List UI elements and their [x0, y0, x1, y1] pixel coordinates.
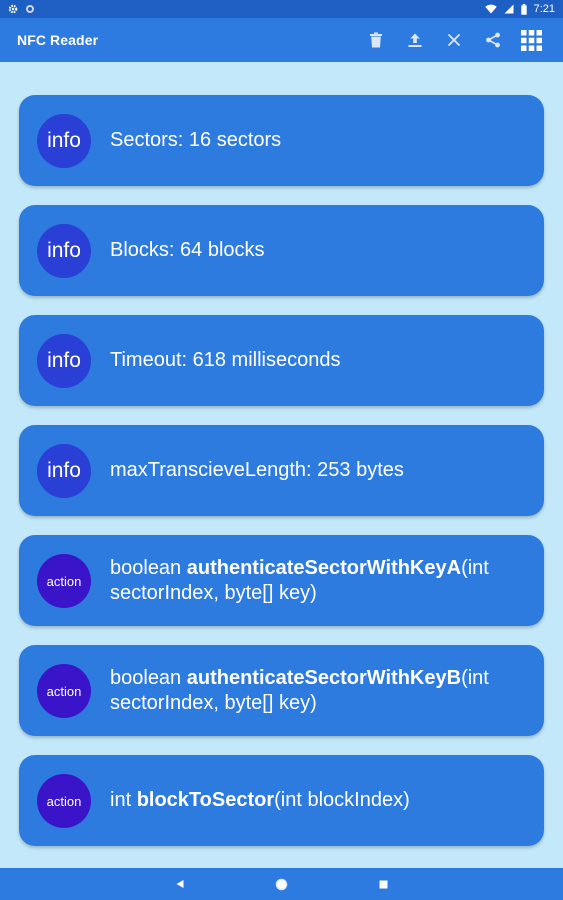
- upload-icon: [407, 32, 423, 48]
- item-text: maxTranscieveLength: 253 bytes: [110, 459, 404, 481]
- recents-button[interactable]: [372, 872, 396, 896]
- battery-icon: [520, 3, 527, 15]
- method-return-type: int: [110, 789, 137, 811]
- item-text: int blockToSector(int blockIndex): [110, 788, 524, 813]
- method-params: (int blockIndex): [274, 789, 410, 811]
- wifi-icon: [484, 4, 497, 14]
- list-item[interactable]: info Sectors: 16 sectors: [19, 95, 544, 186]
- method-params: (int sectorIndex, byte[] key): [110, 667, 489, 714]
- action-badge: action: [37, 774, 91, 828]
- action-badge: action: [37, 664, 91, 718]
- home-icon: [275, 878, 288, 891]
- method-name: authenticateSectorWithKeyB: [186, 667, 462, 689]
- list-item[interactable]: action boolean authenticateSectorWithKey…: [19, 535, 544, 626]
- item-text: boolean authenticateSectorWithKeyB(int s…: [110, 666, 524, 716]
- nav-bar: [0, 868, 563, 900]
- back-icon: [175, 879, 185, 889]
- item-text: Timeout: 618 milliseconds: [110, 349, 341, 371]
- upload-button[interactable]: [395, 20, 434, 60]
- status-right: 7:21: [484, 3, 555, 15]
- item-text: Sectors: 16 sectors: [110, 129, 282, 151]
- apps-menu-button[interactable]: [512, 20, 551, 60]
- list-item[interactable]: action int blockToSector(int blockIndex): [19, 755, 544, 846]
- status-time: 7:21: [533, 3, 555, 15]
- method-name: authenticateSectorWithKeyA: [186, 557, 462, 579]
- delete-button[interactable]: [356, 20, 395, 60]
- info-badge: info: [37, 224, 91, 278]
- settings-icon: [8, 4, 18, 14]
- info-badge: info: [37, 114, 91, 168]
- info-badge: info: [37, 334, 91, 388]
- item-text: Blocks: 64 blocks: [110, 239, 265, 261]
- share-button[interactable]: [473, 20, 512, 60]
- close-button[interactable]: [434, 20, 473, 60]
- action-badge: action: [37, 554, 91, 608]
- grid-apps-icon: [521, 29, 542, 51]
- signal-icon: [504, 4, 514, 14]
- trash-icon: [369, 32, 383, 48]
- app-bar: NFC Reader: [0, 18, 563, 62]
- toolbar: [356, 20, 551, 60]
- list-item[interactable]: info Blocks: 64 blocks: [19, 205, 544, 296]
- list-item[interactable]: info Timeout: 618 milliseconds: [19, 315, 544, 406]
- home-button[interactable]: [270, 872, 294, 896]
- info-list: info Sectors: 16 sectors info Blocks: 64…: [0, 62, 563, 868]
- share-icon: [485, 32, 501, 48]
- list-item[interactable]: info maxTranscieveLength: 253 bytes: [19, 425, 544, 516]
- back-button[interactable]: [168, 872, 192, 896]
- list-item[interactable]: action boolean authenticateSectorWithKey…: [19, 645, 544, 736]
- method-return-type: boolean: [110, 667, 187, 689]
- method-params: (int sectorIndex, byte[] key): [110, 557, 489, 604]
- method-name: blockToSector: [136, 789, 275, 811]
- info-badge: info: [37, 444, 91, 498]
- close-icon: [447, 33, 461, 47]
- item-text: boolean authenticateSectorWithKeyA(int s…: [110, 556, 524, 606]
- method-return-type: boolean: [110, 557, 187, 579]
- circle-notification-icon: [25, 4, 35, 14]
- app-title: NFC Reader: [17, 32, 99, 48]
- status-left: [8, 4, 35, 14]
- recents-icon: [379, 880, 388, 889]
- status-bar: 7:21: [0, 0, 563, 18]
